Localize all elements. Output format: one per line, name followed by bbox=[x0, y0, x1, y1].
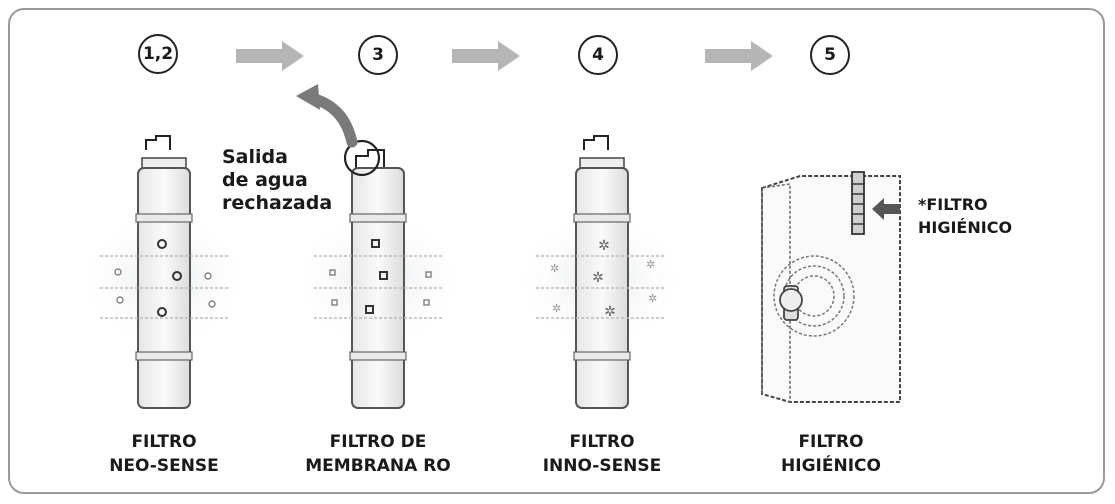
ro-membrane-filter bbox=[293, 139, 463, 409]
flow-arrow-icon bbox=[452, 41, 520, 71]
svg-text:✲: ✲ bbox=[646, 258, 655, 271]
svg-text:✲: ✲ bbox=[648, 292, 657, 305]
reject-outlet-marker bbox=[343, 139, 381, 177]
neo-sense-filter bbox=[79, 135, 249, 409]
hygienic-filter-unit bbox=[761, 171, 901, 403]
step-badge-3: 4 bbox=[578, 35, 618, 75]
flow-arrow-icon bbox=[236, 41, 304, 71]
curved-arrow-icon bbox=[296, 84, 358, 148]
hygienic-filter-note: *FILTRO HIGIÉNICO bbox=[918, 195, 1013, 237]
step-badge-2: 3 bbox=[358, 35, 398, 75]
svg-text:✲: ✲ bbox=[552, 302, 561, 315]
reject-water-callout: Salida de agua rechazada bbox=[222, 146, 333, 214]
svg-text:✲: ✲ bbox=[604, 304, 616, 320]
svg-text:✲: ✲ bbox=[598, 238, 610, 254]
pointer-arrow-icon bbox=[872, 198, 900, 220]
svg-text:✲: ✲ bbox=[550, 262, 559, 275]
diagram-frame bbox=[8, 8, 1105, 494]
svg-text:✲: ✲ bbox=[592, 270, 604, 286]
inno-sense-filter: ✲ ✲ ✲ ✲ ✲ ✲ ✲ bbox=[515, 135, 685, 409]
step-badge-4: 5 bbox=[810, 35, 850, 75]
step-badge-1: 1,2 bbox=[138, 34, 178, 74]
flow-arrow-icon bbox=[705, 41, 773, 71]
